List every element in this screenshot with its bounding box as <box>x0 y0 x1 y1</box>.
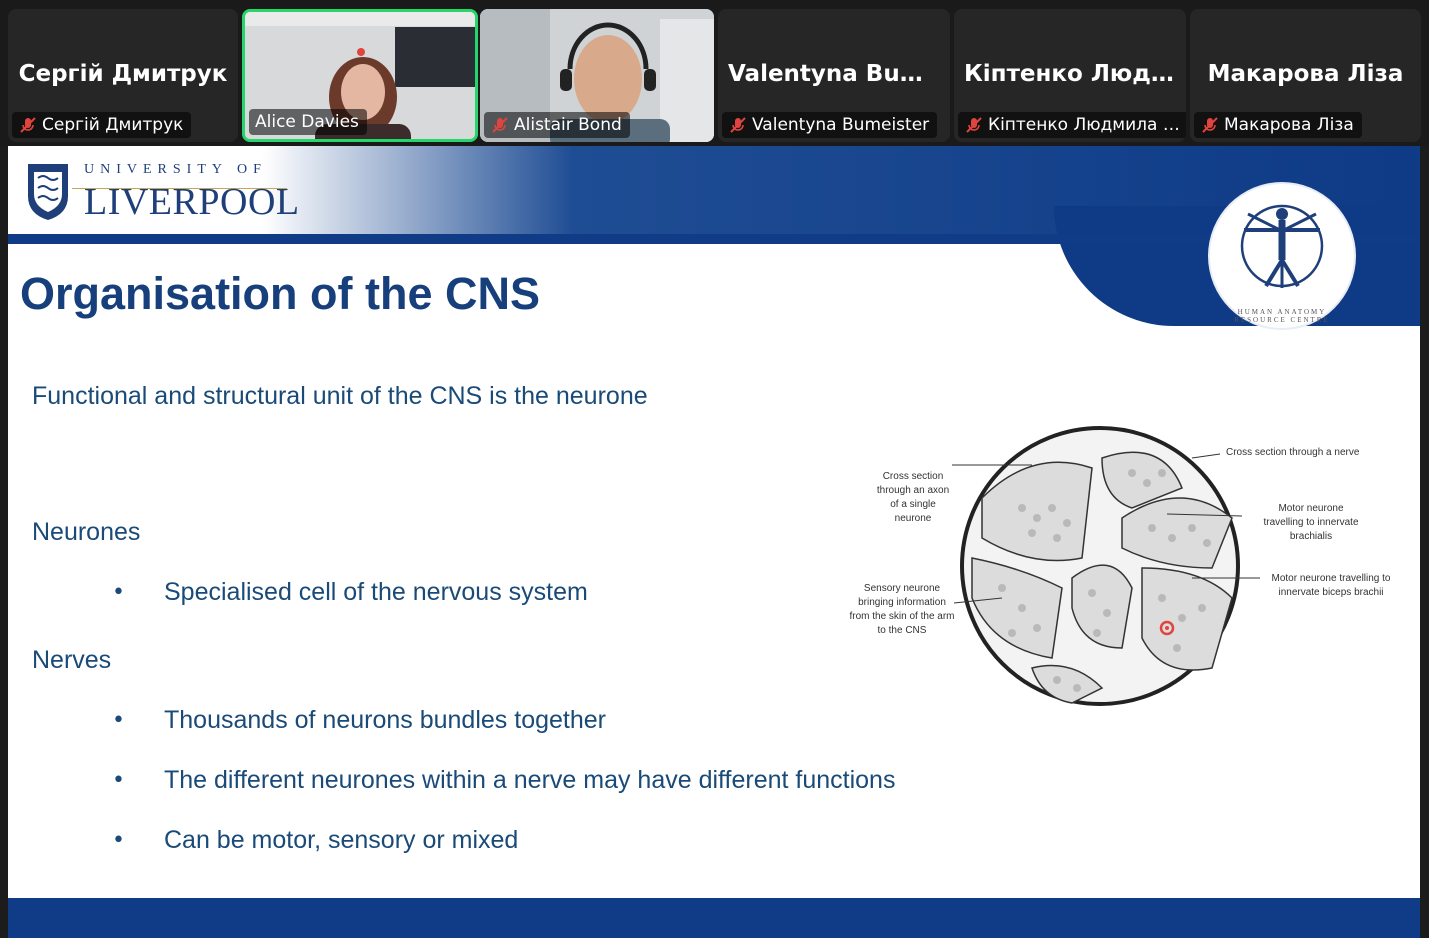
participant-name-label: Сергій Дмитрук <box>12 112 192 138</box>
label-sensory-line: from the skin of the arm <box>849 611 955 622</box>
nerve-diagram <box>952 426 1260 706</box>
neurones-heading: Neurones <box>32 518 141 546</box>
label-axon-line: of a single <box>890 499 936 510</box>
nerves-bullet-3: Can be motor, sensory or mixed <box>164 826 519 854</box>
participant-label-text: Alice Davies <box>255 112 359 132</box>
participant-name-label: Alistair Bond <box>484 112 630 138</box>
label-sensory: Sensory neurone bringing information fro… <box>836 582 968 638</box>
vitruvian-man-icon <box>1240 204 1324 288</box>
mic-muted-icon <box>730 117 746 133</box>
participant-label-text: Alistair Bond <box>514 115 622 135</box>
label-motor-biceps-line: innervate biceps brachii <box>1278 587 1384 598</box>
participant-name-label: Кіптенко Людмила Ів... <box>958 112 1186 138</box>
intro-text: Functional and structural unit of the CN… <box>32 382 648 410</box>
participant-strip: Сергій Дмитрук Сергій Дмитрук Alice Davi… <box>0 0 1429 146</box>
participant-tile-1[interactable]: Сергій Дмитрук Сергій Дмитрук <box>8 9 238 142</box>
participant-display-name: Макарова Ліза <box>1207 61 1404 87</box>
label-motor-brachialis: Motor neurone travelling to innervate br… <box>1246 502 1376 544</box>
slide-footer-band <box>8 898 1420 938</box>
logo-caption: HUMAN ANATOMY RESOURCE CENTRE <box>1234 308 1330 324</box>
participant-name-label: Valentyna Bumeister <box>722 112 938 138</box>
participant-label-text: Valentyna Bumeister <box>752 115 930 135</box>
mic-muted-icon <box>492 117 508 133</box>
participant-display-name: Valentyna Bum... <box>728 61 950 87</box>
label-sensory-line: Sensory neurone <box>863 583 941 594</box>
participant-label-text: Кіптенко Людмила Ів... <box>988 115 1186 135</box>
university-name-text: LIVERPOOL <box>84 181 300 223</box>
bullet-marker: • <box>112 828 125 853</box>
logo-rule <box>72 188 287 189</box>
label-motor-brachialis-line: travelling to innervate <box>1263 517 1359 528</box>
label-axon-line: through an axon <box>876 485 950 496</box>
label-motor-brachialis-line: brachialis <box>1289 531 1333 542</box>
participant-tile-2[interactable]: Alice Davies <box>242 9 478 142</box>
participant-tile-4[interactable]: Valentyna Bum... Valentyna Bumeister <box>718 9 950 142</box>
participant-display-name: Сергій Дмитрук <box>18 61 228 87</box>
mic-muted-icon <box>20 117 36 133</box>
participant-name-label: Alice Davies <box>249 109 367 135</box>
slide-title: Organisation of the CNS <box>20 268 541 319</box>
mic-muted-icon <box>1202 117 1218 133</box>
label-axon-line: Cross section <box>882 471 944 482</box>
mic-muted-icon <box>966 117 982 133</box>
label-sensory-line: to the CNS <box>877 625 927 636</box>
label-sensory-line: bringing information <box>858 597 946 608</box>
label-cross-section-nerve: Cross section through a nerve <box>1226 447 1360 458</box>
shared-slide: UNIVERSITY OF LIVERPOOL HUMAN ANATOMY RE… <box>8 146 1420 938</box>
slide-header-band <box>8 234 1420 244</box>
participant-display-name: Кіптенко Люд... <box>964 61 1178 87</box>
bullet-marker: • <box>112 580 125 605</box>
participant-tile-5[interactable]: Кіптенко Люд... Кіптенко Людмила Ів... <box>954 9 1186 142</box>
label-motor-brachialis-line: Motor neurone <box>1278 503 1344 514</box>
participant-tile-6[interactable]: Макарова Ліза Макарова Ліза <box>1190 9 1421 142</box>
nerves-heading: Nerves <box>32 646 112 674</box>
bullet-marker: • <box>112 708 125 733</box>
neurones-bullet-1: Specialised cell of the nervous system <box>164 578 588 606</box>
university-crest-icon <box>28 164 68 220</box>
participant-name-label: Макарова Ліза <box>1194 112 1362 138</box>
label-axon: Cross section through an axon of a singl… <box>868 470 958 526</box>
bullet-marker: • <box>112 768 125 793</box>
nerves-bullet-1: Thousands of neurons bundles together <box>164 706 606 734</box>
university-logo: UNIVERSITY OF LIVERPOOL <box>26 158 299 230</box>
anatomy-centre-logo: HUMAN ANATOMY RESOURCE CENTRE <box>1210 184 1354 328</box>
label-axon-line: neurone <box>894 513 932 524</box>
nerve-cross-section-figure: Cross section through a nerve Cross sect… <box>832 418 1412 708</box>
participant-label-text: Сергій Дмитрук <box>42 115 184 135</box>
participant-tile-3[interactable]: Alistair Bond <box>480 9 714 142</box>
nerves-bullet-2: The different neurones within a nerve ma… <box>164 766 896 794</box>
participant-label-text: Макарова Ліза <box>1224 115 1354 135</box>
university-of-text: UNIVERSITY OF <box>84 162 267 177</box>
label-motor-biceps: Motor neurone travelling to innervate bi… <box>1258 572 1404 600</box>
label-motor-biceps-line: Motor neurone travelling to <box>1271 573 1391 584</box>
